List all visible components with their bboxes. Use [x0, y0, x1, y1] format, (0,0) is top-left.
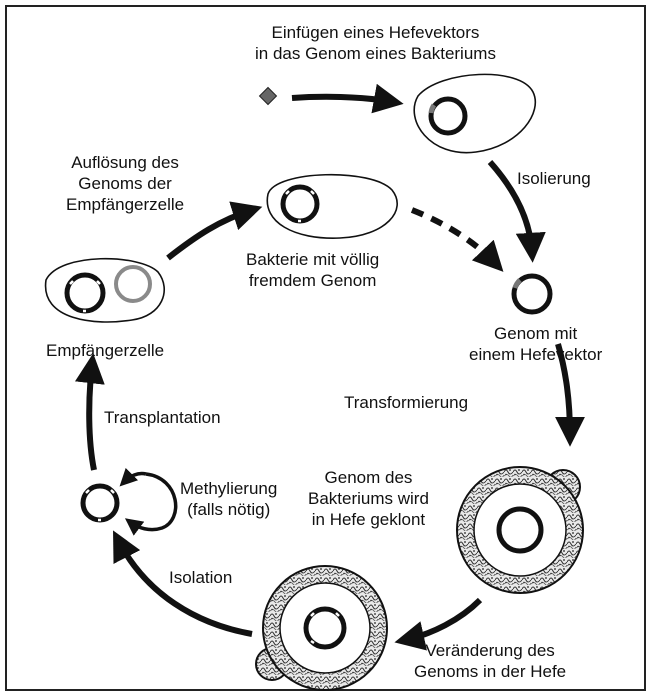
label-foreign-genome-bacterium: Bakterie mit völlig fremdem Genom — [246, 249, 379, 291]
label-isolation-bottom: Isolation — [169, 567, 232, 588]
label-modification-in-yeast: Veränderung des Genoms in der Hefe — [414, 640, 566, 682]
label-recipient-cell: Empfängerzelle — [46, 340, 164, 361]
label-insert-yeast-vector: Einfügen eines Hefevektors in das Genom … — [255, 22, 496, 64]
yeast-cell-cloned — [457, 467, 583, 593]
label-cloned-in-yeast: Genom des Bakteriums wird in Hefe geklon… — [308, 467, 429, 530]
label-transformation: Transformierung — [344, 392, 468, 413]
label-transplantation: Transplantation — [104, 407, 221, 428]
recipient-cell — [46, 259, 165, 322]
isolated-genome — [83, 486, 117, 520]
yeast-vector-fragment — [260, 88, 277, 105]
label-dissolve-genome: Auflösung des Genoms der Empfängerzelle — [66, 152, 184, 215]
label-methylation: Methylierung (falls nötig) — [180, 478, 277, 520]
label-genome-with-vector: Genom mit einem Hefevektor — [469, 323, 602, 365]
label-isolation-top: Isolierung — [517, 168, 591, 189]
arrow-transplantation — [89, 364, 94, 470]
arrow-dissolve — [168, 210, 252, 258]
yeast-cell-modified — [256, 566, 387, 690]
genome-with-vector — [514, 276, 550, 312]
bacterium-foreign-genome — [267, 175, 397, 238]
methylation-loop-tail — [124, 473, 146, 482]
methylation-loop-arrow — [130, 474, 176, 530]
arrow-insert — [292, 97, 393, 102]
arrow-modification — [405, 600, 480, 640]
bacterium-with-vector — [414, 74, 535, 152]
arrow-dashed — [412, 210, 496, 264]
